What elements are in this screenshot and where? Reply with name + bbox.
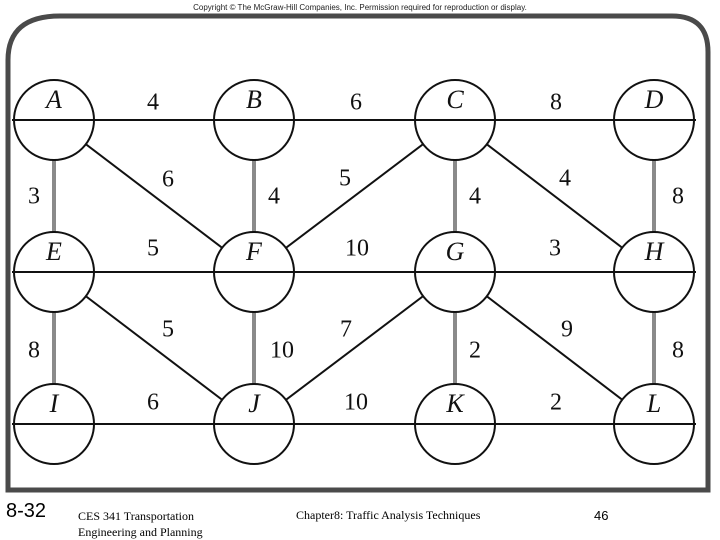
edge-weight-H-L: 8 xyxy=(672,338,684,364)
edge-weight-C-D: 8 xyxy=(550,90,562,116)
edge-weight-B-F: 4 xyxy=(268,184,280,210)
edge-weight-F-C: 5 xyxy=(339,166,351,192)
edge-weight-A-B: 4 xyxy=(147,90,159,116)
edge-A-F xyxy=(53,119,255,273)
edge-weight-E-F: 5 xyxy=(147,236,159,262)
page-number: 46 xyxy=(594,508,609,523)
node-label-I: I xyxy=(49,389,60,418)
edge-weight-D-H: 8 xyxy=(672,184,684,210)
slide-frame xyxy=(5,13,711,493)
edge-weight-A-F: 6 xyxy=(162,167,174,193)
edge-weight-K-L: 2 xyxy=(550,390,562,416)
edge-weight-C-G: 4 xyxy=(469,184,481,210)
slide-number: 8-32 xyxy=(6,500,47,522)
node-label-B: B xyxy=(246,85,262,114)
edge-weight-I-J: 6 xyxy=(147,390,159,416)
edge-weight-G-K: 2 xyxy=(469,338,481,364)
node-label-A: A xyxy=(44,85,62,114)
node-label-C: C xyxy=(446,85,464,114)
node-label-D: D xyxy=(644,85,664,114)
edge-weight-G-L: 9 xyxy=(561,317,573,343)
node-label-G: G xyxy=(446,237,465,266)
edge-J-G xyxy=(253,271,456,425)
course-title-line2: Engineering and Planning xyxy=(78,525,203,539)
course-title: CES 341 Transportation Engineering and P… xyxy=(78,508,228,540)
edge-weight-A-E: 3 xyxy=(28,184,40,210)
nodes-layer: A B C D E F G H I J K L xyxy=(13,79,695,465)
node-label-J: J xyxy=(248,389,261,418)
edge-C-H xyxy=(454,119,655,273)
edges-layer: 4 6 8 3 6 4 5 4 4 8 5 10 3 8 5 10 7 2 9 8 6 10 2 xyxy=(28,90,684,425)
node-label-H: H xyxy=(644,237,665,266)
chapter-title: Chapter8: Traffic Analysis Techniques xyxy=(296,508,481,522)
edge-weight-F-J: 10 xyxy=(270,338,294,364)
edge-G-L xyxy=(454,271,655,425)
edge-F-C xyxy=(253,119,456,273)
edge-weight-J-G: 7 xyxy=(340,317,352,343)
edge-weight-F-G: 10 xyxy=(345,236,369,262)
edge-weight-E-I: 8 xyxy=(28,338,40,364)
node-label-L: L xyxy=(646,389,661,418)
node-label-F: F xyxy=(245,237,263,266)
node-label-K: K xyxy=(445,389,465,418)
edge-E-J xyxy=(53,271,255,425)
copyright-notice: Copyright © The McGraw-Hill Companies, I… xyxy=(193,3,527,12)
edge-weight-C-H: 4 xyxy=(559,166,571,192)
edge-weight-J-K: 10 xyxy=(344,390,368,416)
edge-weight-E-J: 5 xyxy=(162,317,174,343)
edge-weight-B-C: 6 xyxy=(350,90,362,116)
edge-weight-G-H: 3 xyxy=(549,236,561,262)
course-title-line1: CES 341 Transportation xyxy=(78,509,195,523)
node-label-E: E xyxy=(45,237,62,266)
